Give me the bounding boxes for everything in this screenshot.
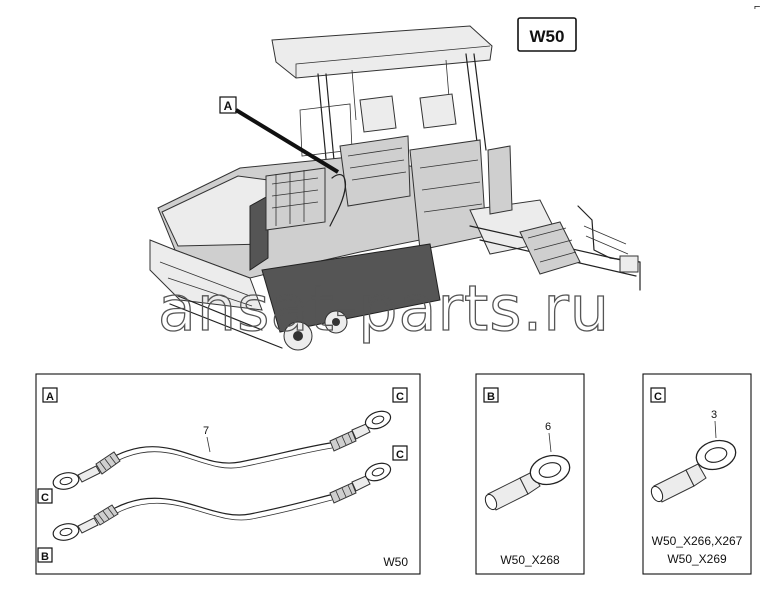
cable-upper-ferrule-right: [351, 423, 371, 440]
canopy-edge: [295, 45, 491, 78]
front-push-rollers: [169, 295, 283, 349]
battery-cable-route: [329, 173, 347, 227]
panel-b-terminal: B 6 W50_X268: [475, 373, 585, 575]
panel-c-item-leader: [714, 420, 717, 439]
panel-b-item-leader: [548, 432, 552, 453]
watermark-text: ansat-parts.ru: [158, 272, 610, 345]
panel-c-terminal: C 3 W50_X266,X267 W50_X269: [642, 373, 752, 575]
panel-c-caption-line1: W50_X266,X267: [652, 534, 743, 548]
panel-a-item-number: 7: [203, 425, 209, 437]
side-panel-louvers: [419, 159, 483, 213]
panel-a-caption: W50: [383, 555, 408, 569]
front-hopper: [149, 239, 263, 311]
cable-upper-eye-left-hole: [59, 476, 73, 486]
terminal-b-barrel-end: [484, 493, 498, 511]
panel-a-letter-5: B: [41, 551, 49, 563]
hopper-ribs: [159, 261, 253, 307]
side-panel-right: [409, 139, 487, 251]
panel-a-letter-2: C: [396, 391, 404, 403]
overview-callout-box: [219, 96, 237, 114]
crawler-track: [261, 243, 441, 333]
panel-b-letter: B: [487, 391, 495, 403]
panel-c-letter-box: [650, 387, 666, 403]
hood-side-shadow: [249, 195, 269, 271]
panel-a-item-leader: [206, 436, 211, 453]
diagram-code-frame: [517, 17, 577, 52]
screed-box: [519, 221, 581, 275]
operator-seat-left: [359, 95, 397, 133]
cable-lower-wire-edge: [116, 499, 333, 521]
panel-c-caption-line2: W50_X269: [667, 552, 727, 566]
rear-control-column: [487, 145, 513, 215]
panel-a-letter-box-2: [392, 387, 408, 403]
panel-b-item-number: 6: [545, 421, 551, 433]
front-idler-hub: [293, 331, 303, 341]
diagram-code-box: W50: [517, 17, 577, 52]
panel-a-letter-box-4: [37, 488, 53, 504]
canopy-post-front-right-inner: [473, 53, 487, 151]
cable-upper-eye-right-hole: [371, 415, 385, 425]
track-roller-hub: [332, 318, 340, 326]
overview-callout-letter: A: [224, 99, 233, 113]
panel-a-frame: [35, 373, 421, 575]
overview-leader-line: [234, 108, 340, 174]
ring-terminal-c: [650, 439, 737, 503]
battery-cable-lower: [52, 462, 392, 541]
cable-lower-wire: [114, 494, 331, 516]
cable-lower-sleeve-right-rings: [335, 484, 353, 501]
corner-mark: ⌐: [754, 1, 760, 13]
panel-a-letter-4: C: [41, 492, 49, 504]
cable-upper-wire: [116, 442, 331, 464]
engine-cooling-unit: [339, 135, 411, 207]
canopy-post-front-right: [465, 53, 479, 151]
ring-terminal-b: [484, 454, 571, 511]
cable-lower-eye-right-hole: [371, 467, 385, 477]
diagram-code-label: W50: [530, 27, 565, 46]
asphalt-paver-illustration: A: [149, 25, 641, 351]
panel-b-caption: W50_X268: [500, 553, 560, 567]
cable-lower-sleeve-left-rings: [97, 507, 115, 523]
panel-a-letter-3: C: [396, 449, 404, 461]
cable-upper-wire-edge: [118, 447, 333, 469]
screed-end-plate: [619, 255, 639, 273]
panel-a-letter-box-1: [42, 387, 58, 403]
cable-lower-ferrule-right: [351, 475, 371, 492]
cooling-fins: [347, 147, 407, 181]
cable-upper-sleeve-right-rings: [335, 432, 353, 449]
engine-detail: [271, 170, 319, 226]
engine-block: [265, 167, 326, 231]
panel-a-letter-box-5: [37, 547, 53, 563]
auger-detail: [583, 225, 629, 255]
panel-a-cables: A C C C B 7: [35, 373, 421, 575]
terminal-c-neck: [685, 463, 707, 487]
terminal-c-barrel-end: [650, 485, 664, 503]
panel-a-letter-box-3: [392, 445, 408, 461]
terminal-c-ring-hole: [704, 447, 728, 463]
terminal-b-ring-hole: [538, 462, 562, 478]
cable-lower-eye-left-hole: [59, 527, 73, 537]
battery-cable-upper: [52, 410, 392, 490]
canopy-roof: [271, 25, 493, 79]
operator-seat-right: [419, 93, 457, 129]
panel-c-item-number: 3: [711, 409, 717, 421]
panel-b-letter-box: [483, 387, 499, 403]
cable-upper-ferrule-left: [77, 465, 101, 483]
cable-lower-ferrule-left: [77, 517, 99, 534]
screed-box-ribs: [527, 227, 577, 263]
panel-c-letter: C: [654, 391, 662, 403]
auger-extension: [577, 205, 641, 291]
panel-a-letter-1: A: [46, 391, 54, 403]
cable-upper-sleeve-left-rings: [99, 455, 117, 471]
